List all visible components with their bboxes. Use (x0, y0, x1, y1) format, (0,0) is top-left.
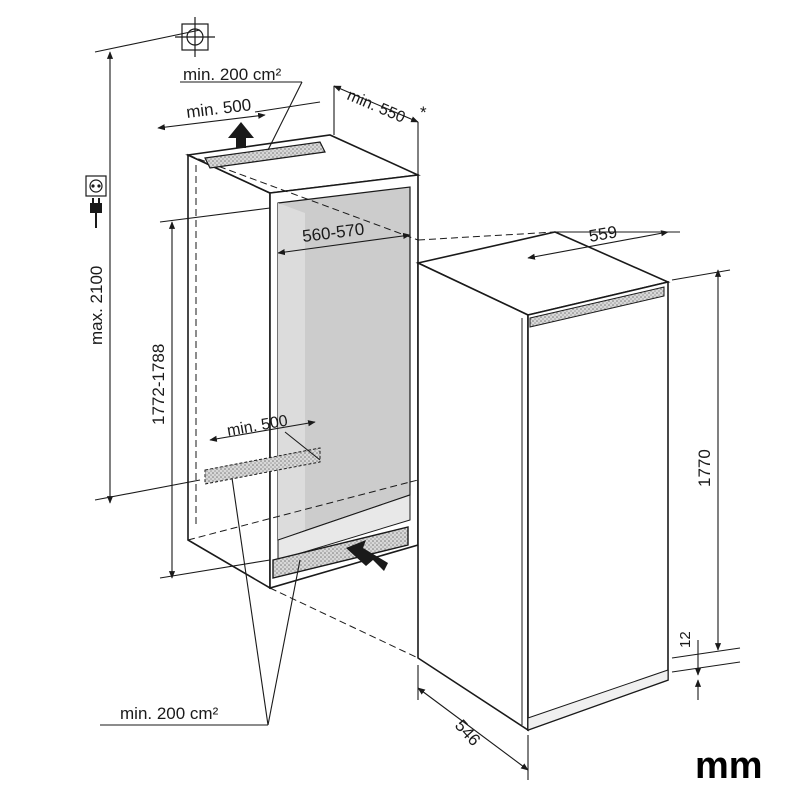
unit-label: mm (695, 745, 763, 787)
power-plug-icon (90, 198, 102, 228)
top-vent-area-label: min. 200 cm² (183, 65, 282, 84)
appliance-height-label: 1770 (695, 449, 714, 487)
appliance-vent-strip (529, 286, 665, 328)
foot-height-label: 12 (677, 631, 694, 648)
niche-floor (277, 494, 411, 561)
top-vent-grille (204, 141, 326, 169)
appliance-width-label: 559 (587, 222, 618, 246)
niche-left-side (187, 153, 271, 590)
niche-depth-note: * (420, 103, 427, 122)
power-socket-icon (85, 175, 107, 197)
niche-height-label: 1772-1788 (149, 344, 168, 425)
appliance (269, 231, 671, 732)
appliance-depth-label: 546 (451, 716, 484, 750)
appliance-front (527, 280, 669, 732)
crosshair-target-icon (175, 17, 215, 57)
dimension-lines (94, 29, 741, 780)
niche-depth-label: min. 550 (344, 87, 407, 127)
bottom-vent-grille (272, 526, 409, 579)
airflow-in-arrow-icon (346, 540, 388, 571)
bottom-vent-area-label: min. 200 cm² (120, 704, 219, 723)
floor-vent-area (204, 447, 321, 485)
total-height-label: max. 2100 (87, 266, 106, 345)
niche (185, 134, 421, 590)
airflow-up-arrow-icon (228, 122, 254, 148)
appliance-side (417, 261, 529, 732)
niche-interior-side (278, 203, 305, 540)
